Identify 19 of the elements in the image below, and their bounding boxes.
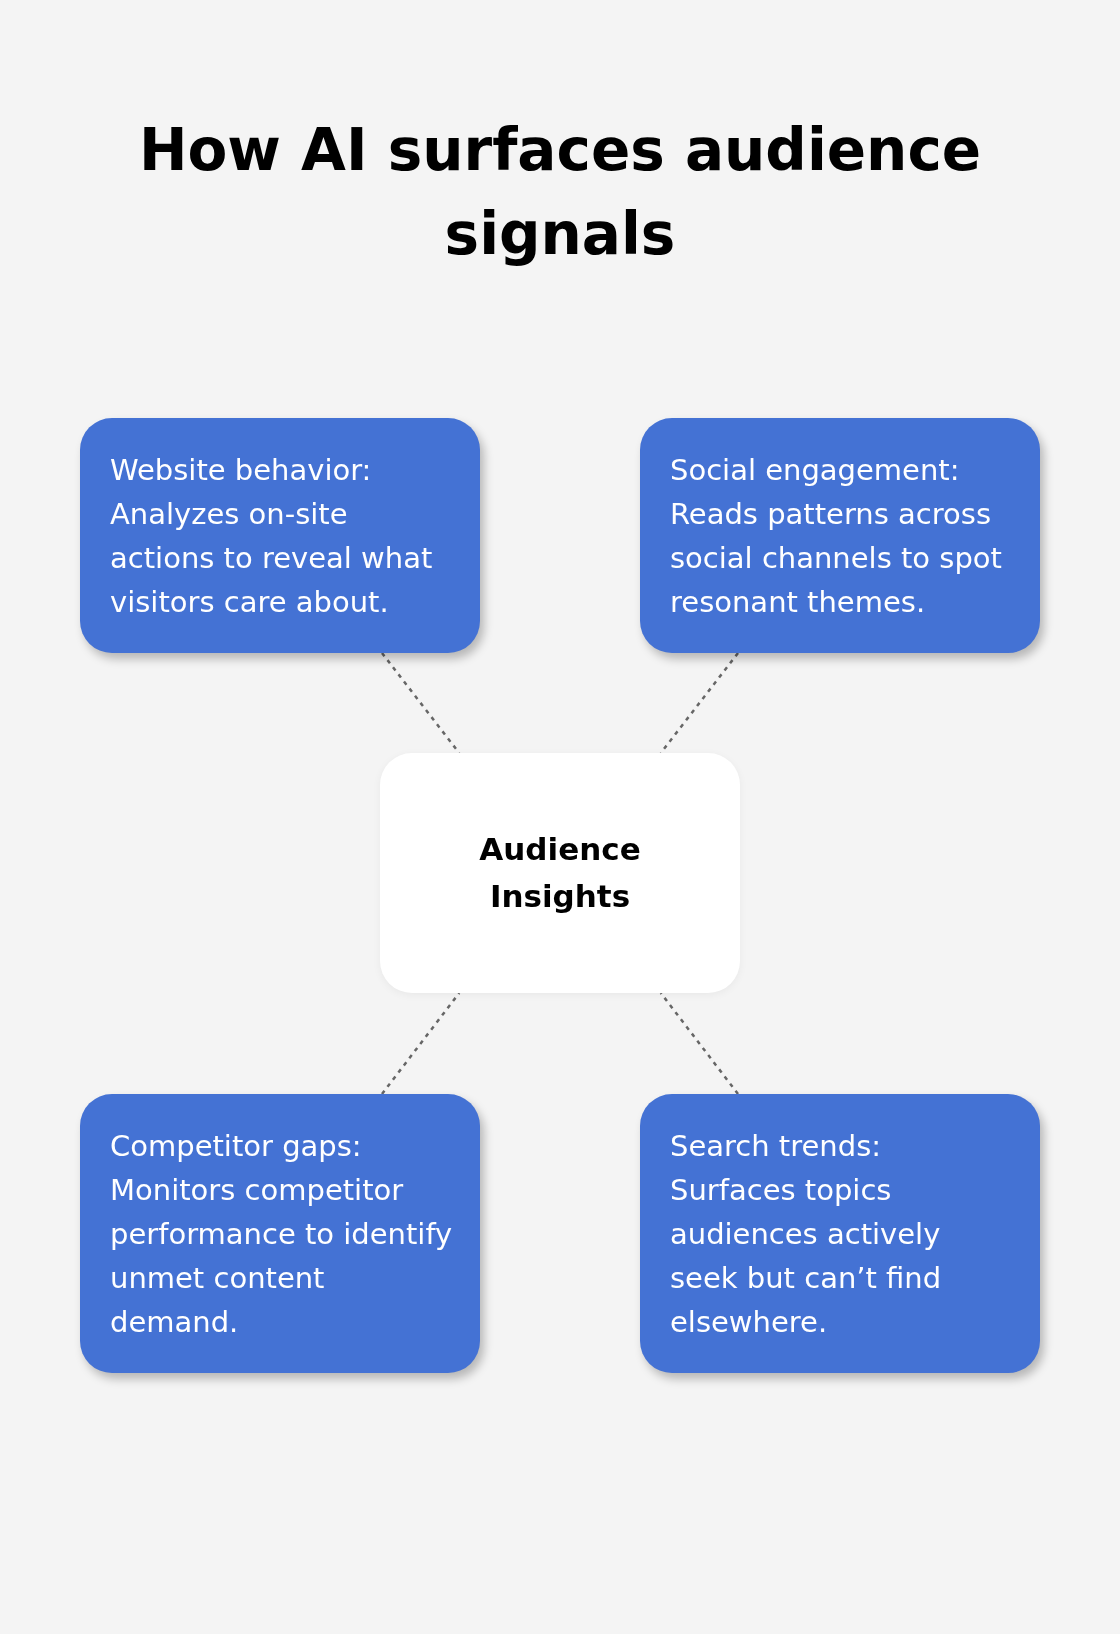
card-box [80,1094,480,1373]
connector-line [659,652,739,754]
card-text: Surfaces topics audiences actively seek but can’t find elsewhere. [670,1172,943,1341]
card-box [640,1094,1040,1373]
card-text: Analyzes on-site actions to reveal what visitors care about. [110,496,434,621]
card-heading: Social engagement: [670,452,961,489]
title: How AI surfaces audience signals [137,115,983,270]
card-box [80,418,480,653]
card-text: Reads patterns across social channels to spot resonant themes. [670,496,1003,621]
card-box [640,418,1040,653]
connector-line [381,992,461,1095]
card-heading: Website behavior: [110,452,373,489]
card-heading: Search trends: [670,1128,882,1165]
connector-line [381,652,461,754]
hub-label: Audience Insights [478,830,642,916]
hub-box [380,753,740,993]
card-text: Monitors competitor performance to identify unmet content demand. [110,1172,454,1341]
connector-line [659,992,739,1095]
card-heading: Competitor gaps: [110,1128,363,1165]
